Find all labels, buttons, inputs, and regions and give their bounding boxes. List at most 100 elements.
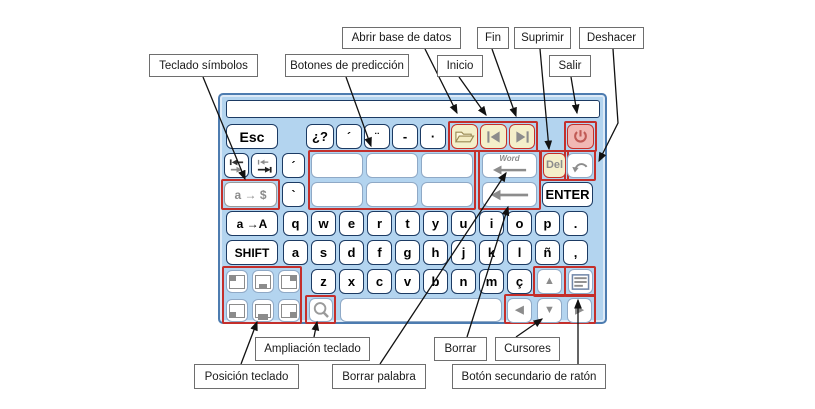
key-del[interactable]: Del (543, 153, 566, 178)
key-comma[interactable]: , (563, 240, 588, 265)
label-teclado-simbolos: Teclado símbolos (149, 54, 258, 77)
key-f[interactable]: f (367, 240, 392, 265)
label-abrir-base-de-datos: Abrir base de datos (342, 27, 461, 49)
key-middle-dot[interactable]: · (420, 124, 446, 149)
key-shift[interactable]: SHIFT (226, 240, 278, 265)
key-c[interactable]: c (367, 269, 392, 294)
key-prediction-3[interactable] (421, 153, 473, 178)
label-borrar-palabra: Borrar palabra (332, 364, 426, 389)
key-cursor-right[interactable]: ▶ (567, 298, 592, 323)
key-caps-toggle[interactable]: a →A (226, 211, 278, 236)
key-enter[interactable]: ENTER (542, 182, 593, 207)
key-symbols-toggle[interactable]: a → $ (224, 182, 277, 207)
key-v[interactable]: v (395, 269, 420, 294)
key-cursor-left[interactable]: ◀ (507, 298, 532, 323)
key-i[interactable]: i (479, 211, 504, 236)
open-folder-icon (454, 129, 475, 145)
key-t[interactable]: t (395, 211, 420, 236)
key-prediction-4[interactable] (311, 182, 363, 207)
word-label: Word (499, 153, 520, 163)
key-prediction-5[interactable] (366, 182, 418, 207)
key-hyphen[interactable]: - (392, 124, 418, 149)
key-s[interactable]: s (311, 240, 336, 265)
key-position-top-left[interactable] (226, 270, 248, 293)
key-backspace[interactable] (482, 182, 537, 207)
position-bottom-center-icon (255, 274, 271, 289)
label-salir: Salir (549, 55, 591, 77)
key-zoom[interactable] (309, 298, 333, 322)
key-x[interactable]: x (339, 269, 364, 294)
key-ccedilla[interactable]: ç (507, 269, 532, 294)
key-accent-acute[interactable]: ´ (336, 124, 362, 149)
key-b[interactable]: b (423, 269, 448, 294)
key-position-bottom-right[interactable] (278, 299, 300, 322)
key-dead-acute[interactable]: ´ (282, 153, 305, 178)
key-position-bottom-center[interactable] (252, 270, 274, 293)
key-esc[interactable]: Esc (226, 124, 278, 149)
arrow-down-icon: ▼ (544, 304, 555, 316)
key-a[interactable]: a (283, 240, 308, 265)
label-borrar: Borrar (434, 337, 487, 361)
power-icon (572, 128, 589, 145)
position-bottom-left-icon (229, 303, 245, 318)
key-tab-back[interactable] (224, 153, 249, 178)
label-cursores: Cursores (495, 337, 560, 361)
key-m[interactable]: m (479, 269, 504, 294)
key-u[interactable]: u (451, 211, 476, 236)
key-undo[interactable] (567, 153, 593, 178)
key-prediction-1[interactable] (311, 153, 363, 178)
key-h[interactable]: h (423, 240, 448, 265)
key-dead-grave[interactable]: ` (282, 182, 305, 207)
key-o[interactable]: o (507, 211, 532, 236)
key-home[interactable] (480, 124, 507, 149)
tab-forward-icon (256, 158, 273, 174)
key-r[interactable]: r (367, 211, 392, 236)
key-backspace-word[interactable]: Word (482, 153, 537, 178)
group-mouse-menu (564, 266, 596, 297)
key-e[interactable]: e (339, 211, 364, 236)
end-icon (514, 130, 531, 144)
label-deshacer: Deshacer (579, 27, 644, 49)
key-g[interactable]: g (395, 240, 420, 265)
backspace-word-icon: Word (492, 153, 528, 177)
group-zoom (305, 295, 336, 324)
key-accent-diaeresis[interactable]: ¨ (364, 124, 390, 149)
home-icon (485, 130, 502, 144)
key-position-bottom-left[interactable] (226, 299, 248, 322)
key-power[interactable] (567, 124, 594, 149)
label-posicion-teclado: Posición teclado (194, 364, 299, 389)
group-position (222, 266, 302, 324)
tab-back-icon (228, 158, 245, 174)
arrow-left-icon: ◀ (515, 304, 524, 316)
key-z[interactable]: z (311, 269, 336, 294)
key-ntilde[interactable]: ñ (535, 240, 560, 265)
key-k[interactable]: k (479, 240, 504, 265)
key-prediction-2[interactable] (366, 153, 418, 178)
key-space[interactable] (340, 298, 502, 322)
key-w[interactable]: w (311, 211, 336, 236)
key-cursor-up[interactable]: ▲ (537, 269, 562, 294)
key-d[interactable]: d (339, 240, 364, 265)
key-position-top-right[interactable] (278, 270, 300, 293)
key-y[interactable]: y (423, 211, 448, 236)
label-fin: Fin (477, 27, 509, 49)
key-l[interactable]: l (507, 240, 532, 265)
arrow-right-icon: ▶ (575, 304, 584, 316)
key-symbols-question[interactable]: ¿? (306, 124, 334, 149)
key-j[interactable]: j (451, 240, 476, 265)
key-tab-forward[interactable] (251, 153, 277, 178)
key-position-bottom-center-2[interactable] (252, 299, 274, 322)
key-end[interactable] (509, 124, 535, 149)
key-p[interactable]: p (535, 211, 560, 236)
position-top-left-icon (229, 274, 245, 289)
key-n[interactable]: n (451, 269, 476, 294)
key-open-database[interactable] (451, 124, 478, 149)
key-q[interactable]: q (283, 211, 308, 236)
key-mouse-menu[interactable] (568, 269, 593, 294)
key-period[interactable]: . (563, 211, 588, 236)
key-cursor-down[interactable]: ▼ (537, 298, 562, 323)
key-prediction-6[interactable] (421, 182, 473, 207)
magnifier-icon (312, 301, 331, 320)
